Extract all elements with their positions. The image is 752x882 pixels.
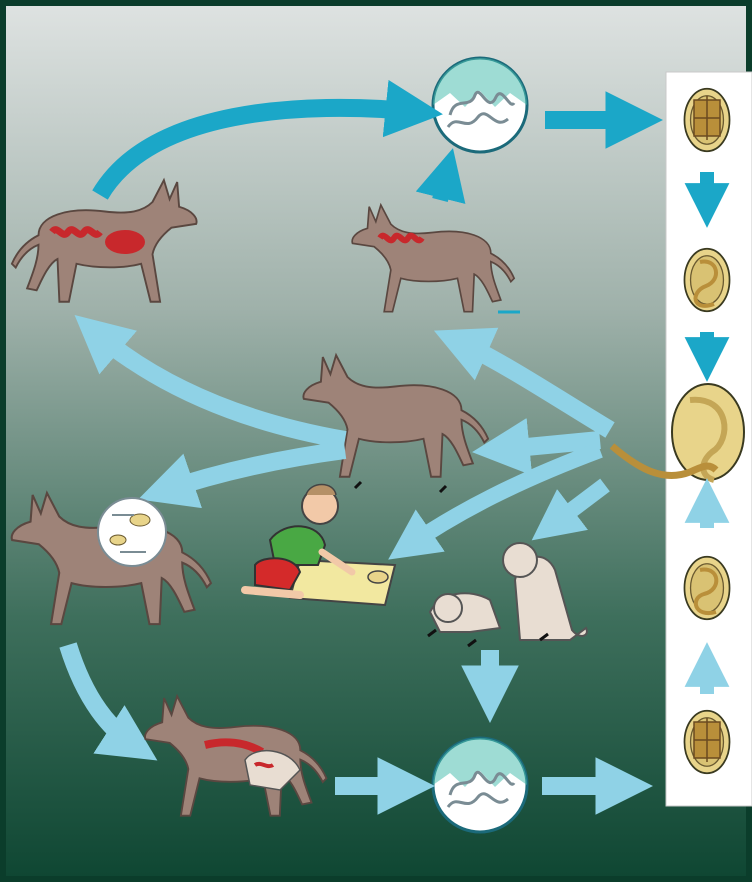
eggs-in-feces-magnifier-top bbox=[433, 58, 527, 152]
intestinal-worms-2 bbox=[380, 236, 422, 241]
intestinal-worms bbox=[52, 230, 100, 235]
egg-stage-early-larva bbox=[684, 249, 729, 311]
infected-organ bbox=[105, 230, 145, 254]
egg-stage-undeveloped-top bbox=[684, 89, 729, 151]
tissue-magnifier bbox=[98, 498, 166, 566]
arrow-grazing-to-feces bbox=[440, 168, 448, 200]
child-shorts bbox=[255, 558, 300, 590]
egg-stage-undeveloped-bottom bbox=[684, 711, 729, 773]
eggs-in-feces-magnifier-bottom bbox=[433, 738, 527, 832]
egg-stage-coiled-larva bbox=[684, 557, 729, 619]
